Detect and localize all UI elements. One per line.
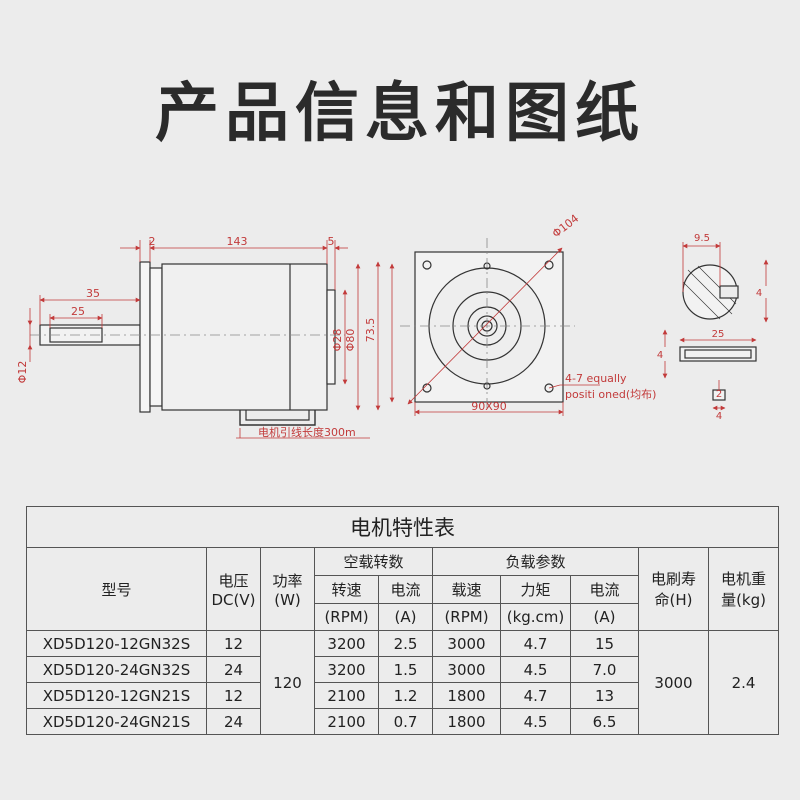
key-top-view: [679, 346, 757, 362]
dim-key-width: 4: [756, 288, 762, 299]
motor-body: [161, 263, 328, 411]
dim-key-length: 25: [71, 305, 85, 318]
cell-torque: 4.7: [500, 630, 571, 657]
cell-load-speed: 1800: [432, 708, 501, 735]
cell-voltage: 24: [206, 656, 261, 683]
cell-load-current: 15: [570, 630, 639, 657]
header-speed-l1: 转速: [314, 575, 379, 604]
end-cap: [326, 289, 336, 385]
cell-model: XD5D120-24GN32S: [26, 656, 207, 683]
header-speed-l2: (RPM): [314, 603, 379, 631]
dim-shaft-length: 35: [86, 287, 100, 300]
header-torque-l2: (kg.cm): [500, 603, 571, 631]
flange: [139, 261, 151, 413]
lead-length-note: 电机引线长度300m: [258, 425, 356, 439]
header-power-l1: 功率: [272, 571, 303, 590]
header-weight-l2: 量(kg): [721, 591, 766, 609]
motor-spec-table: 电机特性表 型号 电压 DC(V) 功率 (W) 空载转数 负载参数 电刷寿 命…: [25, 506, 780, 735]
dim-key-section-height: 2: [716, 389, 722, 400]
cell-load-speed: 3000: [432, 630, 501, 657]
dim-height: 73.5: [364, 318, 377, 343]
cell-speed: 3200: [314, 656, 379, 683]
table-row: XD5D120-12GN21S 12 2100 1.2 1800 4.7 13: [26, 682, 779, 709]
table-caption: 电机特性表: [25, 506, 780, 548]
cell-load-current: 7.0: [570, 656, 639, 683]
header-weight: 电机重 量(kg): [707, 547, 780, 631]
header-torque-l1: 力矩: [500, 575, 571, 604]
cell-model: XD5D120-24GN21S: [26, 708, 207, 735]
cell-voltage: 12: [206, 630, 261, 657]
header-current-l2: (A): [378, 603, 433, 631]
header-power: 功率 (W): [260, 547, 315, 631]
header-no-load: 空载转数: [314, 547, 433, 576]
cell-model: XD5D120-12GN32S: [26, 630, 207, 657]
cell-torque: 4.5: [500, 708, 571, 735]
dim-body-length: 143: [227, 235, 248, 248]
dim-flange: 2: [149, 235, 156, 248]
header-load-current-l2: (A): [570, 603, 639, 631]
dim-key-length-detail: 25: [712, 329, 725, 340]
cell-load-speed: 1800: [432, 682, 501, 709]
hole-note-1: 4-7 equally: [565, 372, 627, 385]
dim-key-section-width: 4: [716, 411, 722, 422]
header-brush-life: 电刷寿 命(H): [638, 547, 709, 631]
cell-speed: 2100: [314, 708, 379, 735]
header-weight-l1: 电机重: [721, 570, 767, 588]
cell-model: XD5D120-12GN21S: [26, 682, 207, 709]
dim-phi28: Φ28: [331, 329, 344, 352]
motor-technical-drawing: 2 143 5 35 25 Φ12 Φ28 Φ80 73.5 电机引线长度300…: [16, 212, 769, 439]
dim-key-depth: 9.5: [694, 233, 710, 244]
header-brush-life-l2: 命(H): [654, 591, 693, 609]
cell-current: 1.5: [378, 656, 433, 683]
header-voltage-l2: DC(V): [211, 590, 256, 609]
header-power-l2: (W): [274, 590, 301, 609]
shaft-detail-dimensions: [662, 242, 769, 411]
page-title: 产品信息和图纸: [155, 77, 645, 151]
header-model: 型号: [26, 547, 207, 631]
cell-torque: 4.7: [500, 682, 571, 709]
cell-voltage: 12: [206, 682, 261, 709]
side-view-dimensions: [27, 240, 381, 439]
dim-phi104: Φ104: [550, 212, 581, 241]
cell-current: 2.5: [378, 630, 433, 657]
header-load-speed-l1: 载速: [432, 575, 501, 604]
cell-load-current: 6.5: [570, 708, 639, 735]
header-load-speed-l2: (RPM): [432, 603, 501, 631]
header-voltage: 电压 DC(V): [206, 547, 261, 631]
cell-load-speed: 3000: [432, 656, 501, 683]
cell-speed: 2100: [314, 682, 379, 709]
side-view: [30, 261, 345, 426]
dim-flange-size: 90X90: [471, 400, 507, 413]
header-load: 负载参数: [432, 547, 639, 576]
dim-key-height: 4: [657, 350, 663, 361]
cell-power: 120: [260, 630, 315, 735]
cell-speed: 3200: [314, 630, 379, 657]
table-row: XD5D120-24GN21S 24 2100 0.7 1800 4.5 6.5: [26, 708, 779, 735]
cell-load-current: 13: [570, 682, 639, 709]
header-load-current-l1: 电流: [570, 575, 639, 604]
dim-phi80: Φ80: [344, 329, 357, 352]
front-view-dimensions: [389, 247, 600, 416]
cell-weight: 2.4: [707, 630, 780, 735]
cell-current: 1.2: [378, 682, 433, 709]
table-row: XD5D120-12GN32S 12 120 3200 2.5 3000 4.7…: [26, 630, 780, 735]
cell-voltage: 24: [206, 708, 261, 735]
cell-brush-life: 3000: [638, 630, 709, 735]
cell-current: 0.7: [378, 708, 433, 735]
dim-end: 5: [328, 235, 335, 248]
cell-torque: 4.5: [500, 656, 571, 683]
header-brush-life-l1: 电刷寿: [650, 570, 696, 588]
table-row: XD5D120-24GN32S 24 3200 1.5 3000 4.5 7.0: [26, 656, 779, 683]
header-voltage-l1: 电压: [218, 571, 249, 590]
dim-shaft-diameter: Φ12: [16, 361, 29, 384]
hole-note-2: positi oned(均布): [565, 388, 656, 401]
header-current-l1: 电流: [378, 575, 433, 604]
